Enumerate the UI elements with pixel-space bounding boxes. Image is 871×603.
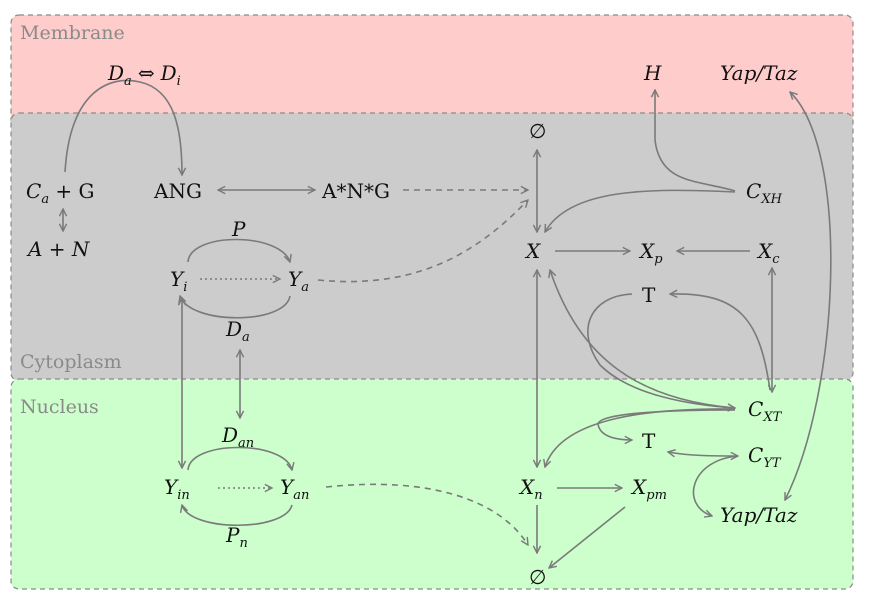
edge-ya-dashed: [317, 200, 528, 283]
node-a-n: A + N: [26, 237, 91, 261]
node-dan: Dan: [221, 423, 254, 451]
membrane-label: Membrane: [20, 22, 125, 44]
cytoplasm-label: Cytoplasm: [20, 351, 122, 373]
node-c-xt: CXT: [748, 397, 783, 425]
node-yi: Yi: [170, 267, 187, 295]
edge-cxt-x: [550, 270, 736, 409]
node-a-n-g: A*N*G: [321, 179, 390, 203]
node-empty-bottom: ∅: [529, 565, 546, 589]
edge-xpm-empty: [549, 506, 626, 568]
node-da-di: Da⇔Di: [107, 61, 181, 89]
node-pn: Pn: [225, 523, 248, 551]
node-xpm: Xpm: [630, 475, 667, 503]
edge-cyt-yaptaz: [692, 455, 739, 516]
node-da: Da: [225, 317, 250, 345]
edge-cxh-x: [545, 189, 736, 232]
node-ang: ANG: [153, 179, 202, 203]
edge-tnuc-cyt: [668, 452, 738, 456]
node-c-xh: CXH: [746, 179, 783, 207]
edge-yaptaz-long: [785, 92, 832, 500]
edge-yan-yin-pn: [182, 505, 293, 526]
edges: empty (dashed) -->: [63, 79, 832, 568]
cytoplasm-region: [10, 112, 854, 382]
node-t-nuc: T: [642, 429, 656, 453]
node-empty-top: ∅: [529, 119, 546, 143]
edge-yin-yan-dan: [187, 446, 292, 471]
node-xc: Xc: [756, 239, 780, 267]
node-yan: Yan: [280, 475, 309, 503]
node-xn: Xn: [518, 475, 543, 503]
node-c-yt: CYT: [748, 443, 782, 471]
edge-cxt-tnuc: [597, 409, 736, 440]
node-ya: Ya: [288, 267, 309, 295]
node-h: H: [643, 61, 662, 85]
nucleus-region: [10, 378, 854, 590]
edge-cxh-h: [655, 90, 736, 192]
edge-yan-dashed: [325, 483, 528, 545]
edge-ya-yi-da: [180, 296, 291, 319]
node-t-cyto: T: [642, 283, 656, 307]
edge-yi-ya-p: [187, 238, 290, 263]
node-x: X: [524, 239, 541, 263]
edge-tcyto-cxt: [587, 293, 735, 408]
node-yap-taz-top: Yap/Taz: [720, 61, 798, 85]
edge-ca-to-ang: [64, 79, 182, 175]
nucleus-label: Nucleus: [20, 396, 99, 418]
node-yap-taz-bottom: Yap/Taz: [720, 503, 798, 527]
node-xp: Xp: [638, 239, 663, 267]
nodes: Da⇔Di H Yap/Taz ∅ Ca + G ANG A*N*G CXH A…: [26, 61, 798, 589]
node-yin: Yin: [164, 475, 190, 503]
node-p: P: [231, 217, 246, 241]
edge-cxt-tcyto: [670, 294, 771, 391]
edge-cxt-xn: [545, 408, 736, 467]
node-ca-g: Ca + G: [26, 179, 95, 207]
